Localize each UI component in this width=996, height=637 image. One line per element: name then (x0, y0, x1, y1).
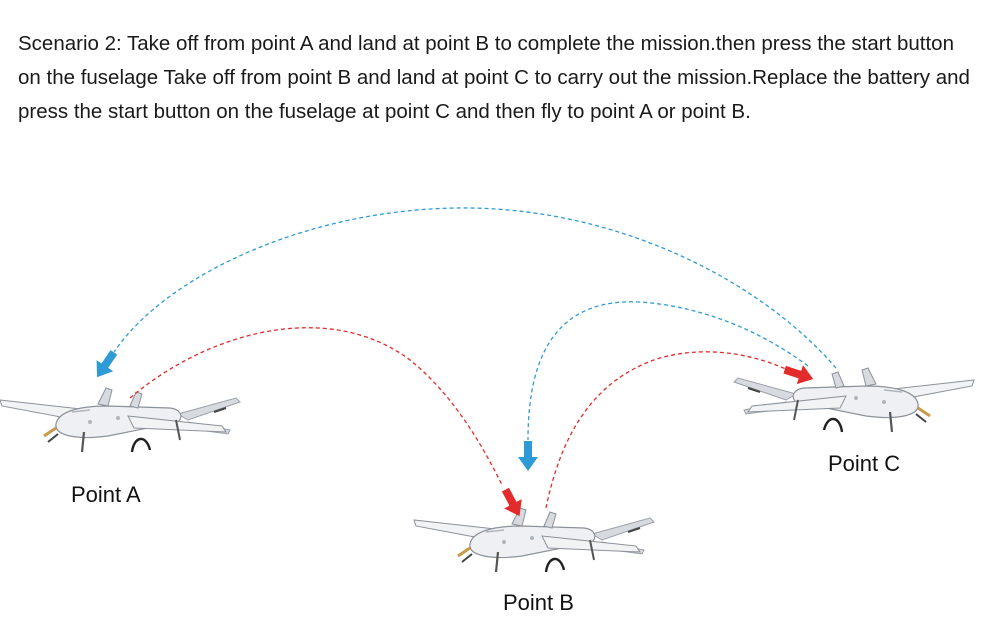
arrow-icon-blue-at-b (518, 441, 538, 471)
drone-icon-point-b (412, 506, 656, 574)
scenario-description: Scenario 2: Take off from point A and la… (18, 32, 970, 123)
drone-icon-point-a (0, 386, 242, 454)
arrow-icon-blue-at-a (96, 350, 118, 378)
arrow-icon-red-at-b (501, 487, 522, 517)
point-a-label: Point A (71, 482, 141, 507)
arrow-icon-red-at-c (783, 365, 814, 385)
path-b-to-c (545, 351, 793, 509)
point-c-label: Point C (828, 451, 901, 476)
path-c-to-b (527, 301, 809, 441)
path-a-to-b (129, 327, 503, 486)
drone-icon-point-c (732, 366, 976, 434)
point-b-label: Point B (503, 590, 574, 615)
path-c-to-a (113, 207, 837, 369)
